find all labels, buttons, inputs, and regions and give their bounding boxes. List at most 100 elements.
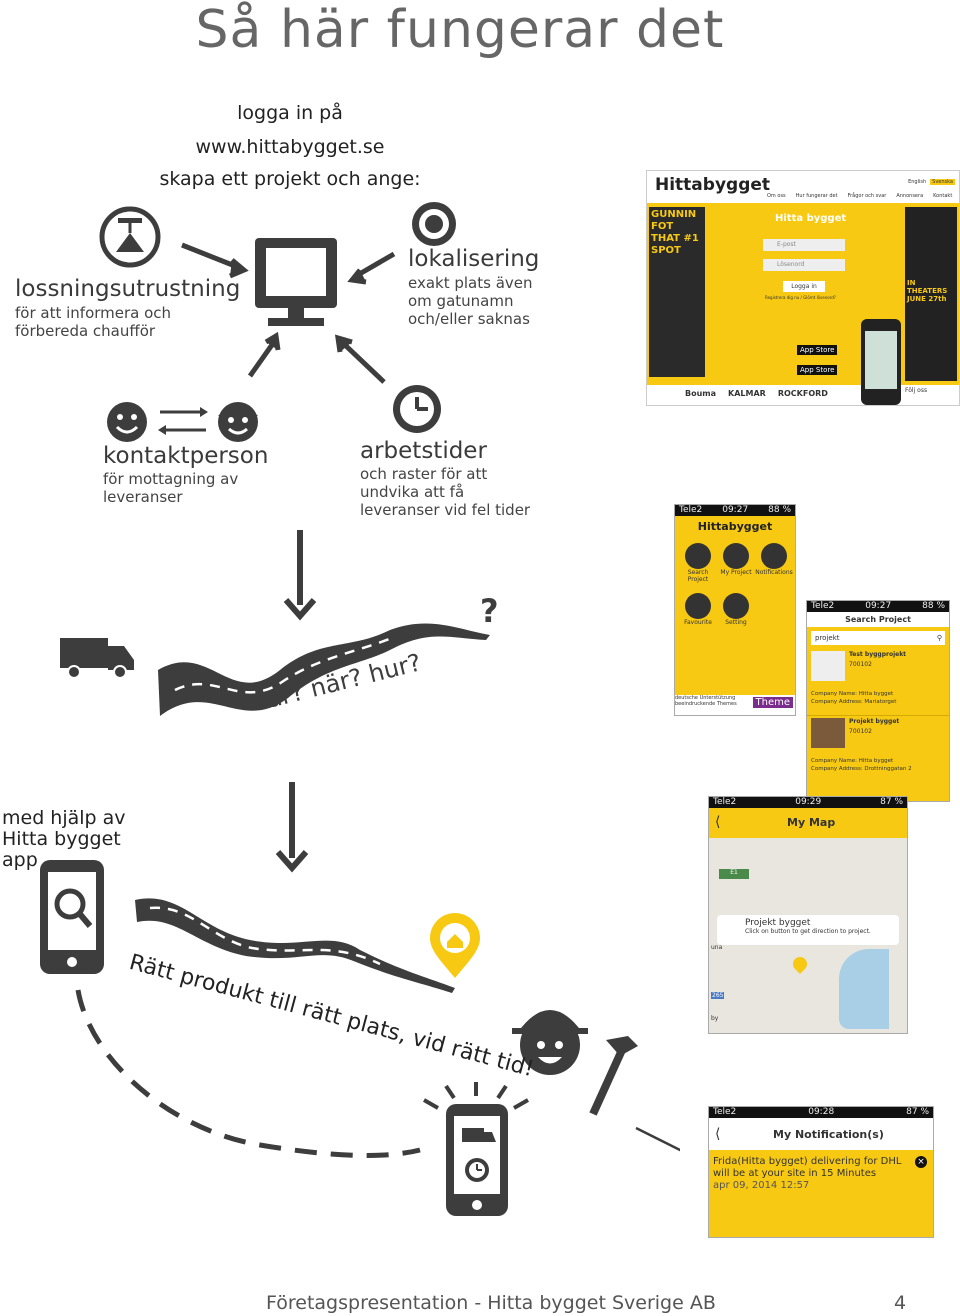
notif-message-2: will be at your site in 15 Minutes	[713, 1168, 877, 1179]
down-arrow-2-icon	[275, 782, 309, 873]
website-logo: Hittabygget	[655, 175, 771, 195]
iphone-image	[861, 319, 901, 405]
intro-line-3: skapa ett projekt och ange:	[159, 168, 421, 190]
dashed-path	[75, 989, 421, 1158]
map-screenshot: Tele2 09:29 87 % ⟨ My Map E1 Projekt bygge…	[708, 796, 908, 1034]
status-bar: Tele2 09:29 87 %	[709, 797, 907, 808]
app-menu-grid: Search Project My Project Notifications …	[679, 543, 793, 626]
location-title: lokalisering	[408, 246, 540, 272]
nav-item[interactable]: Annonsera	[896, 193, 924, 199]
map-label: by	[711, 1015, 719, 1022]
notification-item[interactable]: Frida(Hitta bygget) delivering for DHL w…	[709, 1150, 933, 1198]
phone-delivery-icon	[423, 1082, 529, 1216]
app-help-line-2: Hitta bygget	[2, 828, 121, 850]
contact-desc-2: leveranser	[103, 488, 183, 506]
planning-diagram	[99, 202, 456, 442]
carrier: Tele2	[713, 1107, 737, 1117]
nav-item[interactable]: Frågor och svar	[847, 193, 887, 199]
poster-date: IN THEATERS JUNE 27th	[907, 279, 948, 303]
hammer-icon	[589, 1036, 638, 1116]
menu-label: Notifications	[755, 569, 793, 576]
menu-favourite[interactable]: Favourite	[679, 593, 717, 626]
website-hero: GUNNIN FOT THAT #1 SPOT Hitta bygget E-p…	[647, 203, 959, 405]
battery: 87 %	[906, 1107, 929, 1117]
popup-title: Projekt bygget	[745, 918, 811, 928]
language-switch: English Svenska	[908, 179, 955, 185]
notif-title: My Notification(s)	[773, 1128, 884, 1141]
menu-my-project[interactable]: My Project	[717, 543, 755, 583]
battery: 87 %	[880, 797, 903, 807]
intro-line-1: logga in på	[237, 102, 343, 124]
app-help-line-1: med hjälp av	[2, 807, 126, 829]
clock-icon	[393, 385, 441, 433]
carrier: Tele2	[811, 601, 835, 611]
nav-item[interactable]: Hur fungerar det	[795, 193, 838, 199]
menu-setting[interactable]: Setting	[717, 593, 755, 626]
location-desc-3: och/eller saknas	[408, 310, 530, 328]
notif-date: apr 09, 2014 12:57	[713, 1180, 810, 1191]
menu-search[interactable]: Search Project	[679, 543, 717, 583]
result-name: Test byggprojekt	[849, 651, 907, 658]
map-popup[interactable]: Projekt bygget Click on button to get di…	[717, 915, 899, 945]
lang-swedish[interactable]: Svenska	[930, 179, 955, 185]
phone-search-icon	[40, 860, 104, 974]
result-address: Company Address: Drottninggatan 2	[811, 766, 912, 772]
app-store-badge-2[interactable]: App Store	[797, 365, 838, 375]
result-item[interactable]: Projekt bygget 700102 Company Name: Hitt…	[807, 716, 949, 786]
nav-item[interactable]: Om oss	[767, 193, 786, 199]
app-store-badge-1[interactable]: App Store	[797, 345, 838, 355]
back-icon[interactable]: ⟨	[715, 814, 721, 830]
map-label: 265	[711, 992, 725, 999]
time: 09:29	[795, 797, 822, 807]
close-icon[interactable]: ×	[915, 1156, 927, 1168]
password-field[interactable]: Lösenord	[763, 259, 845, 271]
contact-desc-1: för mottagning av	[103, 470, 239, 488]
badge: beeindruckende Themes	[675, 701, 737, 707]
register-link[interactable]: Registrera dig nu / Glömt lösenord?	[765, 295, 836, 300]
footer-text: Företagspresentation - Hitta bygget Sver…	[266, 1292, 716, 1314]
question-mark: ?	[480, 592, 499, 630]
email-field[interactable]: E-post	[763, 239, 845, 251]
map-pin-icon[interactable]	[790, 954, 810, 974]
menu-notifications[interactable]: Notifications	[755, 543, 793, 583]
carrier: Tele2	[713, 797, 737, 807]
app-help-line-3: app	[2, 849, 38, 871]
nav-item[interactable]: Kontakt	[933, 193, 953, 199]
road-sign: E1	[719, 869, 749, 879]
theme-badge: Theme	[752, 697, 793, 708]
result-company: Company Name: Hitta bygget	[811, 758, 894, 764]
connector-arrows	[635, 1126, 680, 1152]
find-title: Hitta bygget	[775, 213, 847, 224]
back-icon[interactable]: ⟨	[715, 1126, 721, 1142]
search-icon[interactable]: ⚲	[936, 634, 942, 642]
delivery-diagram	[40, 860, 680, 1216]
location-desc-1: exakt plats även	[408, 274, 533, 292]
search-input[interactable]: projekt ⚲	[811, 631, 945, 645]
road-1-shape	[158, 623, 490, 716]
map-title: My Map	[787, 816, 836, 829]
map-label: una	[711, 944, 723, 951]
app-help-text: med hjälp av Hitta bygget app	[2, 808, 126, 871]
location-pin-icon	[430, 913, 480, 978]
page-title: Så här fungerar det	[195, 0, 725, 60]
contact-person-icon	[107, 402, 258, 442]
popup-subtitle: Click on button to get direction to proj…	[745, 928, 871, 935]
result-name: Projekt bygget	[849, 718, 900, 725]
result-item[interactable]: Test byggprojekt 700102 Company Name: Hi…	[807, 649, 949, 716]
sponsor: ROCKFORD	[777, 389, 828, 398]
login-button[interactable]: Logga in	[783, 281, 825, 292]
search-title: Search Project	[807, 612, 949, 627]
sponsor-row: Bouma KALMAR ROCKFORD	[685, 389, 828, 398]
map-area[interactable]: E1 Projekt bygget Click on button to get…	[709, 839, 907, 1033]
contact-title: kontaktperson	[103, 443, 269, 469]
result-address: Company Address: Mariatorget	[811, 699, 897, 705]
hours-desc-2: undvika att få	[360, 483, 465, 501]
notif-message-1: Frida(Hitta bygget) delivering for DHL	[713, 1156, 902, 1167]
builder-icon	[512, 1010, 588, 1075]
sponsor: KALMAR	[728, 389, 766, 398]
lang-english[interactable]: English	[908, 179, 927, 185]
notif-header: ⟨ My Notification(s)	[709, 1118, 933, 1150]
menu-label: Search Project	[687, 569, 709, 583]
